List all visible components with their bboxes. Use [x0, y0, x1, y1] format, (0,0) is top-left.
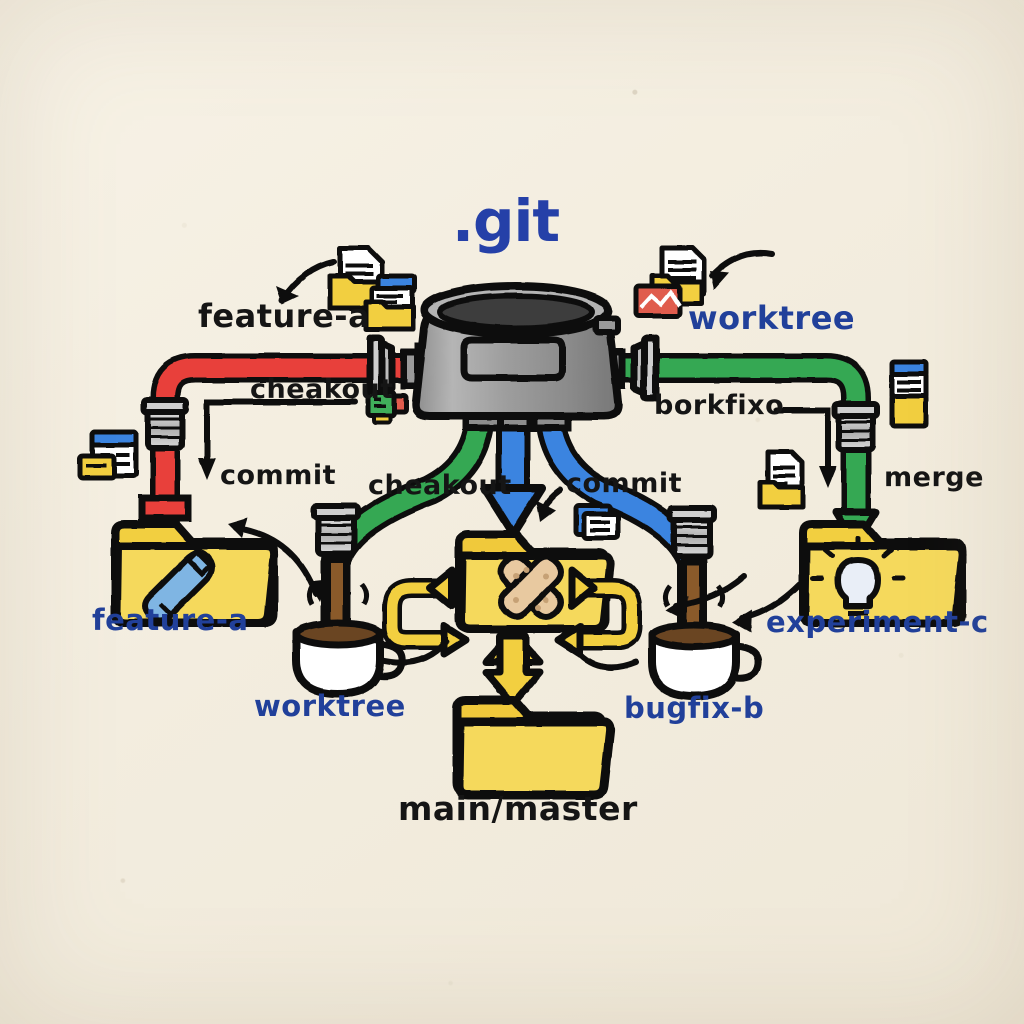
blue-document-icon	[889, 359, 929, 429]
label-borkfixo: borkfixo	[654, 390, 785, 421]
label-commit-center: commit	[566, 468, 682, 499]
blue-window-icon	[573, 503, 621, 541]
lightbulb-icon	[810, 535, 906, 616]
document-in-folder-icon	[757, 449, 806, 510]
label-branch-experiment-c: experiment-c	[766, 605, 989, 639]
blue-card-stack-icon	[77, 429, 139, 481]
coffee-cup-right	[648, 584, 762, 700]
pipe-coupling	[832, 401, 880, 453]
commit-pipe	[480, 430, 546, 538]
label-branch-feature-a: feature-a	[92, 603, 249, 637]
bugfix-pipe	[537, 415, 717, 655]
red-image-icon	[633, 283, 683, 319]
label-merge: merge	[884, 462, 984, 493]
label-branch-bugfix-b: bugfix-b	[624, 691, 765, 725]
wrench-folder	[111, 520, 279, 627]
merge-loop-pipe	[382, 566, 642, 708]
main-master-folder	[452, 695, 615, 800]
label-top-feature-a: feature-a	[198, 297, 371, 335]
label-cheakout-left: cheakout	[250, 374, 394, 405]
blue-document-folder-icon	[363, 273, 417, 332]
green-monitor-icon	[365, 389, 409, 425]
label-branch-main-master: main/master	[398, 789, 638, 828]
wrench-icon	[142, 548, 215, 624]
pipe-coupling	[667, 505, 717, 559]
bulb-folder	[799, 520, 967, 627]
sketch-layer	[77, 245, 967, 800]
checkout-pipe	[311, 415, 493, 655]
label-top-worktree: worktree	[688, 299, 856, 337]
label-commit-left: commit	[220, 460, 336, 491]
git-repository-pot	[366, 282, 660, 432]
hub-flange-right	[630, 334, 660, 402]
annotation-arrows	[198, 250, 837, 671]
page-title: .git	[452, 187, 560, 255]
label-branch-worktree: worktree	[254, 689, 406, 723]
pipe-coupling	[141, 397, 189, 451]
bandaid-icon	[498, 554, 564, 620]
pipe-coupling	[311, 503, 361, 557]
hub-flange-left	[366, 334, 396, 402]
label-cheakout-center: cheakout	[368, 470, 512, 501]
